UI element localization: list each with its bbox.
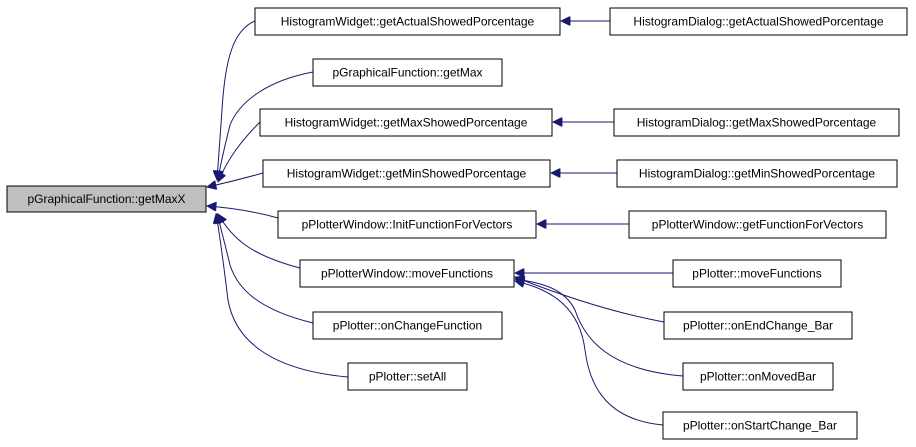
edge-hw-actual-to-root <box>217 20 256 180</box>
node-hd-actual-label: HistogramDialog::getActualShowedPorcenta… <box>633 15 883 29</box>
edge-pp-setall-to-root <box>216 214 349 378</box>
node-hd-actual[interactable]: HistogramDialog::getActualShowedPorcenta… <box>609 7 908 36</box>
node-ppw-init-label: pPlotterWindow::InitFunctionForVectors <box>302 218 513 232</box>
node-pp-setall-label: pPlotter::setAll <box>369 370 446 384</box>
node-hd-max-label: HistogramDialog::getMaxShowedPorcentage <box>637 116 877 130</box>
node-hw-max[interactable]: HistogramWidget::getMaxShowedPorcentage <box>259 108 553 137</box>
node-pp-move-label: pPlotter::moveFunctions <box>692 267 821 281</box>
node-hw-actual-label: HistogramWidget::getActualShowedPorcenta… <box>281 15 535 29</box>
node-hw-min-label: HistogramWidget::getMinShowedPorcentage <box>287 167 527 181</box>
node-ppw-init[interactable]: pPlotterWindow::InitFunctionForVectors <box>277 210 537 239</box>
node-pp-onchangefunc[interactable]: pPlotter::onChangeFunction <box>312 311 503 340</box>
edge-ppw-init-to-root <box>207 206 279 219</box>
node-hd-max[interactable]: HistogramDialog::getMaxShowedPorcentage <box>613 108 900 137</box>
node-pgf-getmax-label: pGraphicalFunction::getMax <box>332 66 482 80</box>
node-ppw-getfunc-label: pPlotterWindow::getFunctionForVectors <box>652 218 863 232</box>
node-ppw-move-label: pPlotterWindow::moveFunctions <box>321 267 493 281</box>
nodes: pGraphicalFunction::getMaxX HistogramWid… <box>6 7 908 440</box>
node-hd-min-label: HistogramDialog::getMinShowedPorcentage <box>639 167 875 181</box>
node-ppw-move[interactable]: pPlotterWindow::moveFunctions <box>299 259 515 288</box>
node-hw-actual[interactable]: HistogramWidget::getActualShowedPorcenta… <box>254 7 561 36</box>
edge-pp-onstartchange-to-ppw-move <box>515 281 664 426</box>
edge-hw-min-to-root <box>207 172 264 187</box>
edge-pp-onchangefunc-to-root <box>217 214 314 324</box>
node-ppw-getfunc[interactable]: pPlotterWindow::getFunctionForVectors <box>628 210 887 239</box>
node-pp-onendchange-label: pPlotter::onEndChange_Bar <box>683 319 833 333</box>
node-hw-max-label: HistogramWidget::getMaxShowedPorcentage <box>285 116 528 130</box>
node-pp-onmovedbar-label: pPlotter::onMovedBar <box>700 370 816 384</box>
node-pp-onstartchange[interactable]: pPlotter::onStartChange_Bar <box>662 411 858 440</box>
edge-pgf-getmax-to-root <box>218 71 314 180</box>
edge-hw-max-to-root <box>218 121 261 182</box>
edges <box>207 20 684 426</box>
node-hd-min[interactable]: HistogramDialog::getMinShowedPorcentage <box>616 159 898 188</box>
edge-pp-onendchange-to-ppw-move <box>515 277 665 323</box>
node-root-label: pGraphicalFunction::getMaxX <box>27 192 185 206</box>
edge-pp-onmovedbar-to-ppw-move <box>515 279 684 377</box>
node-hw-min[interactable]: HistogramWidget::getMinShowedPorcentage <box>262 159 551 188</box>
node-pp-onendchange[interactable]: pPlotter::onEndChange_Bar <box>663 311 853 340</box>
node-pp-onstartchange-label: pPlotter::onStartChange_Bar <box>683 419 837 433</box>
node-root[interactable]: pGraphicalFunction::getMaxX <box>6 185 207 213</box>
node-pp-onmovedbar[interactable]: pPlotter::onMovedBar <box>682 362 834 391</box>
node-pp-onchangefunc-label: pPlotter::onChangeFunction <box>333 319 482 333</box>
node-pp-setall[interactable]: pPlotter::setAll <box>347 362 468 391</box>
node-pgf-getmax[interactable]: pGraphicalFunction::getMax <box>312 58 503 87</box>
node-pp-move[interactable]: pPlotter::moveFunctions <box>672 259 842 288</box>
